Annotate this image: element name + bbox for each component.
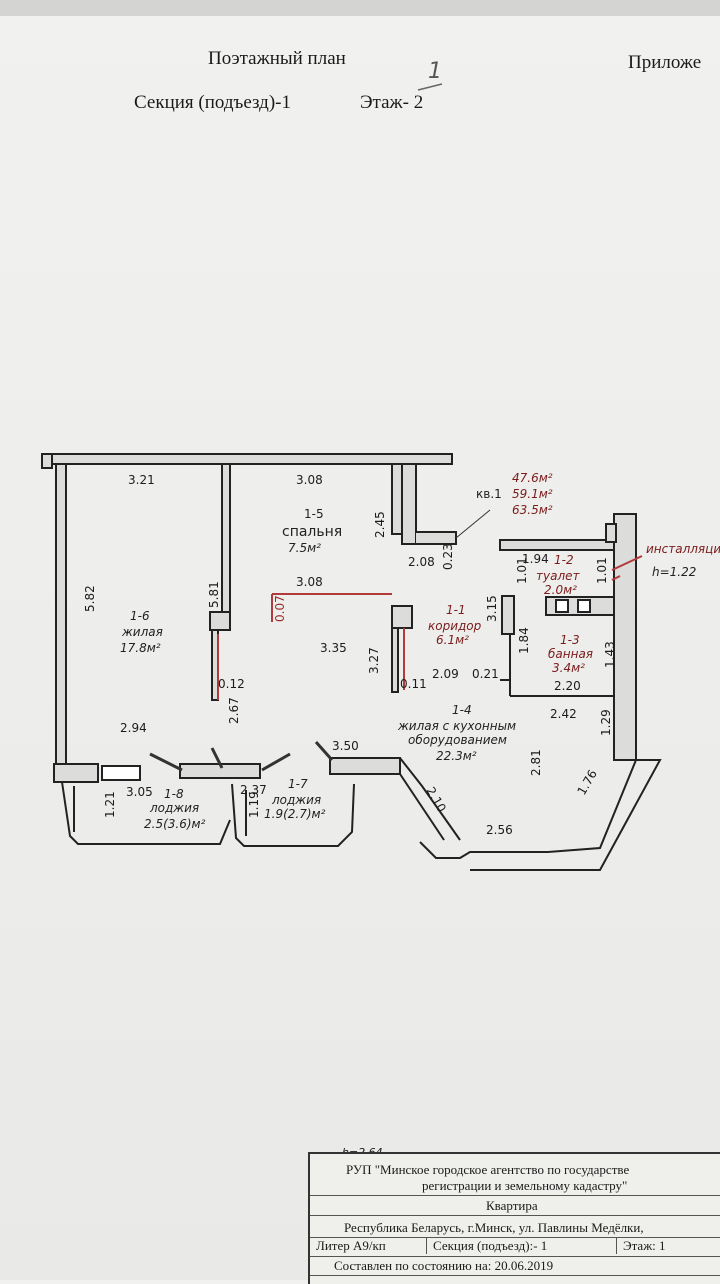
- svg-text:спальня: спальня: [282, 524, 342, 540]
- apartment-label: кв.1 47.6м² 59.1м² 63.5м²: [455, 471, 553, 539]
- area-with-balcony: 63.5м²: [512, 503, 553, 517]
- svg-text:2.08: 2.08: [408, 555, 435, 569]
- svg-text:3.21: 3.21: [128, 473, 155, 487]
- area-living: 47.6м²: [512, 471, 553, 485]
- svg-text:жилая с кухонным: жилая с кухонным: [397, 719, 516, 733]
- top-strip: [0, 0, 720, 16]
- section-label: Секция (подъезд)-1: [134, 92, 291, 113]
- svg-text:1-8: 1-8: [164, 787, 184, 801]
- svg-text:0.07: 0.07: [273, 595, 287, 622]
- dimension-labels: 3.21 3.08 2.45 2.08 0.23 1.94 1.01 1.01 …: [83, 473, 617, 837]
- svg-text:0.11: 0.11: [400, 677, 427, 691]
- svg-text:1-6: 1-6: [130, 609, 150, 623]
- svg-text:1-1: 1-1: [446, 603, 466, 617]
- svg-text:17.8м²: 17.8м²: [120, 641, 161, 655]
- svg-text:1-3: 1-3: [560, 633, 580, 647]
- svg-text:3.4м²: 3.4м²: [552, 661, 585, 675]
- svg-text:2.42: 2.42: [550, 707, 577, 721]
- svg-text:2.20: 2.20: [554, 679, 581, 693]
- svg-text:1-7: 1-7: [288, 777, 308, 791]
- svg-text:3.50: 3.50: [332, 739, 359, 753]
- room-1-7: 1-7 лоджия 1.9(2.7)м²: [264, 777, 326, 821]
- svg-text:3.08: 3.08: [296, 575, 323, 589]
- liter-row: Литер А9/кп Секция (подъезд):- 1 Этаж: 1: [310, 1238, 720, 1257]
- area-total: 59.1м²: [512, 487, 553, 501]
- svg-text:1.19: 1.19: [247, 791, 261, 818]
- svg-text:1-5: 1-5: [304, 507, 324, 521]
- installation-note: инсталляци h=1.22: [646, 542, 720, 579]
- svg-text:2.45: 2.45: [373, 511, 387, 538]
- room-1-3: 1-3 банная 3.4м²: [548, 633, 593, 675]
- svg-text:5.81: 5.81: [207, 581, 221, 608]
- svg-text:1.43: 1.43: [603, 641, 617, 668]
- svg-text:0.23: 0.23: [441, 543, 455, 570]
- svg-text:коридор: коридор: [428, 619, 482, 633]
- svg-text:3.05: 3.05: [126, 785, 153, 799]
- svg-text:3.27: 3.27: [367, 647, 381, 674]
- date-row: Составлен по состоянию на: 20.06.2019: [310, 1258, 720, 1276]
- svg-text:1.29: 1.29: [599, 709, 613, 736]
- svg-text:1.21: 1.21: [103, 791, 117, 818]
- svg-text:2.5(3.6)м²: 2.5(3.6)м²: [144, 817, 206, 831]
- svg-text:h=1.22: h=1.22: [652, 565, 696, 579]
- svg-text:1.84: 1.84: [517, 627, 531, 654]
- svg-text:жилая: жилая: [121, 625, 163, 639]
- title-block: РУП "Минское городское агентство по госу…: [308, 1152, 720, 1284]
- plan-title: Поэтажный план: [208, 48, 346, 69]
- room-1-8: 1-8 лоджия 2.5(3.6)м²: [144, 787, 206, 831]
- red-partitions: [217, 555, 643, 700]
- svg-text:1-4: 1-4: [452, 703, 472, 717]
- svg-text:5.82: 5.82: [83, 585, 97, 612]
- svg-text:22.3м²: 22.3м²: [436, 749, 477, 763]
- floor-label: Этаж- 2: [360, 92, 424, 113]
- svg-text:0.12: 0.12: [218, 677, 245, 691]
- svg-text:3.08: 3.08: [296, 473, 323, 487]
- svg-text:7.5м²: 7.5м²: [288, 541, 321, 555]
- address: Республика Беларусь, г.Минск, ул. Павлин…: [310, 1216, 720, 1238]
- svg-text:2.37: 2.37: [240, 783, 267, 797]
- svg-text:2.94: 2.94: [120, 721, 147, 735]
- svg-text:2.10: 2.10: [423, 785, 448, 815]
- room-1-1: 1-1 коридор 6.1м²: [428, 603, 482, 647]
- svg-text:1.01: 1.01: [595, 557, 609, 584]
- svg-text:2.0м²: 2.0м²: [544, 583, 577, 597]
- outer-walls: [41, 453, 662, 871]
- svg-text:банная: банная: [548, 647, 593, 661]
- svg-text:кв.1: кв.1: [476, 487, 502, 501]
- svg-text:1.76: 1.76: [574, 767, 599, 797]
- svg-text:1.01: 1.01: [515, 557, 529, 584]
- svg-text:2.67: 2.67: [227, 697, 241, 724]
- svg-text:лоджия: лоджия: [149, 801, 199, 815]
- svg-text:6.1м²: 6.1м²: [436, 633, 469, 647]
- object-type: Квартира: [310, 1198, 720, 1216]
- svg-text:3.35: 3.35: [320, 641, 347, 655]
- floor-plan-document: Поэтажный план Приложе Секция (подъезд)-…: [0, 16, 720, 1280]
- svg-text:туалет: туалет: [536, 569, 580, 583]
- svg-text:лоджия: лоджия: [271, 793, 321, 807]
- svg-text:оборудованием: оборудованием: [408, 733, 507, 747]
- svg-text:1.94: 1.94: [522, 552, 549, 566]
- svg-text:0.21: 0.21: [472, 667, 499, 681]
- room-1-2: 1-2 туалет 2.0м²: [536, 553, 580, 597]
- svg-text:2.81: 2.81: [529, 749, 543, 776]
- appendix-label: Приложе: [628, 52, 702, 73]
- svg-text:1.9(2.7)м²: 1.9(2.7)м²: [264, 807, 326, 821]
- org-name: РУП "Минское городское агентство по госу…: [310, 1162, 720, 1196]
- room-1-4: 1-4 жилая с кухонным оборудованием 22.3м…: [397, 703, 516, 763]
- room-1-5: 1-5 спальня 7.5м²: [282, 507, 342, 555]
- handwritten-mark: 1: [428, 59, 442, 84]
- room-1-6: 1-6 жилая 17.8м²: [120, 609, 163, 655]
- svg-text:2.09: 2.09: [432, 667, 459, 681]
- door-swings: [149, 741, 334, 772]
- svg-text:3.15: 3.15: [485, 595, 499, 622]
- svg-text:инсталляци: инсталляци: [646, 542, 720, 556]
- svg-text:2.56: 2.56: [486, 823, 513, 837]
- svg-text:1-2: 1-2: [554, 553, 574, 567]
